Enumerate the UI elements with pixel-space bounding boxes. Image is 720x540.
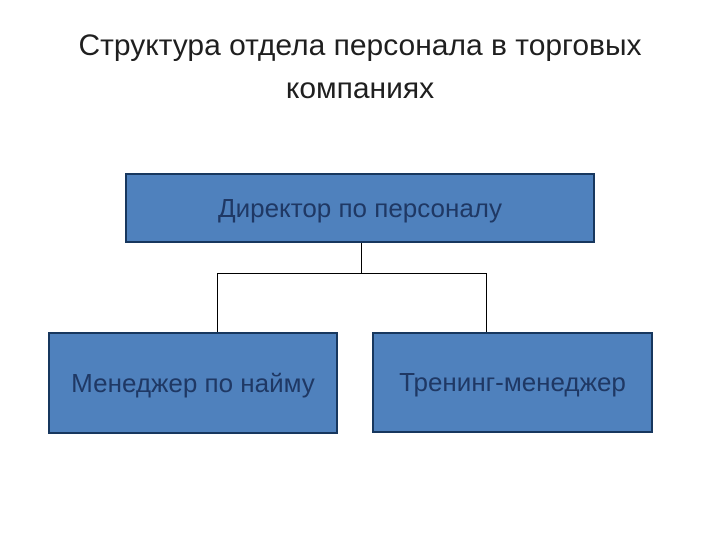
connector-horizontal — [217, 273, 487, 274]
slide-title-line1: Структура отдела персонала в торговых — [78, 29, 642, 62]
connector-left-drop — [217, 273, 218, 332]
slide-title: Структура отдела персонала в торговых ко… — [0, 24, 720, 110]
org-box-director: Директор по персоналу — [125, 173, 595, 243]
slide-title-line2: компаниях — [285, 72, 435, 105]
org-box-training-manager: Тренинг-менеджер — [372, 332, 653, 433]
connector-root-drop — [361, 243, 362, 274]
org-box-director-label: Директор по персоналу — [218, 192, 502, 223]
org-box-hiring-manager: Менеджер по найму — [48, 332, 338, 434]
connector-right-drop — [486, 273, 487, 332]
org-box-training-manager-label: Тренинг-менеджер — [399, 367, 626, 397]
org-box-hiring-manager-label: Менеджер по найму — [71, 367, 315, 398]
